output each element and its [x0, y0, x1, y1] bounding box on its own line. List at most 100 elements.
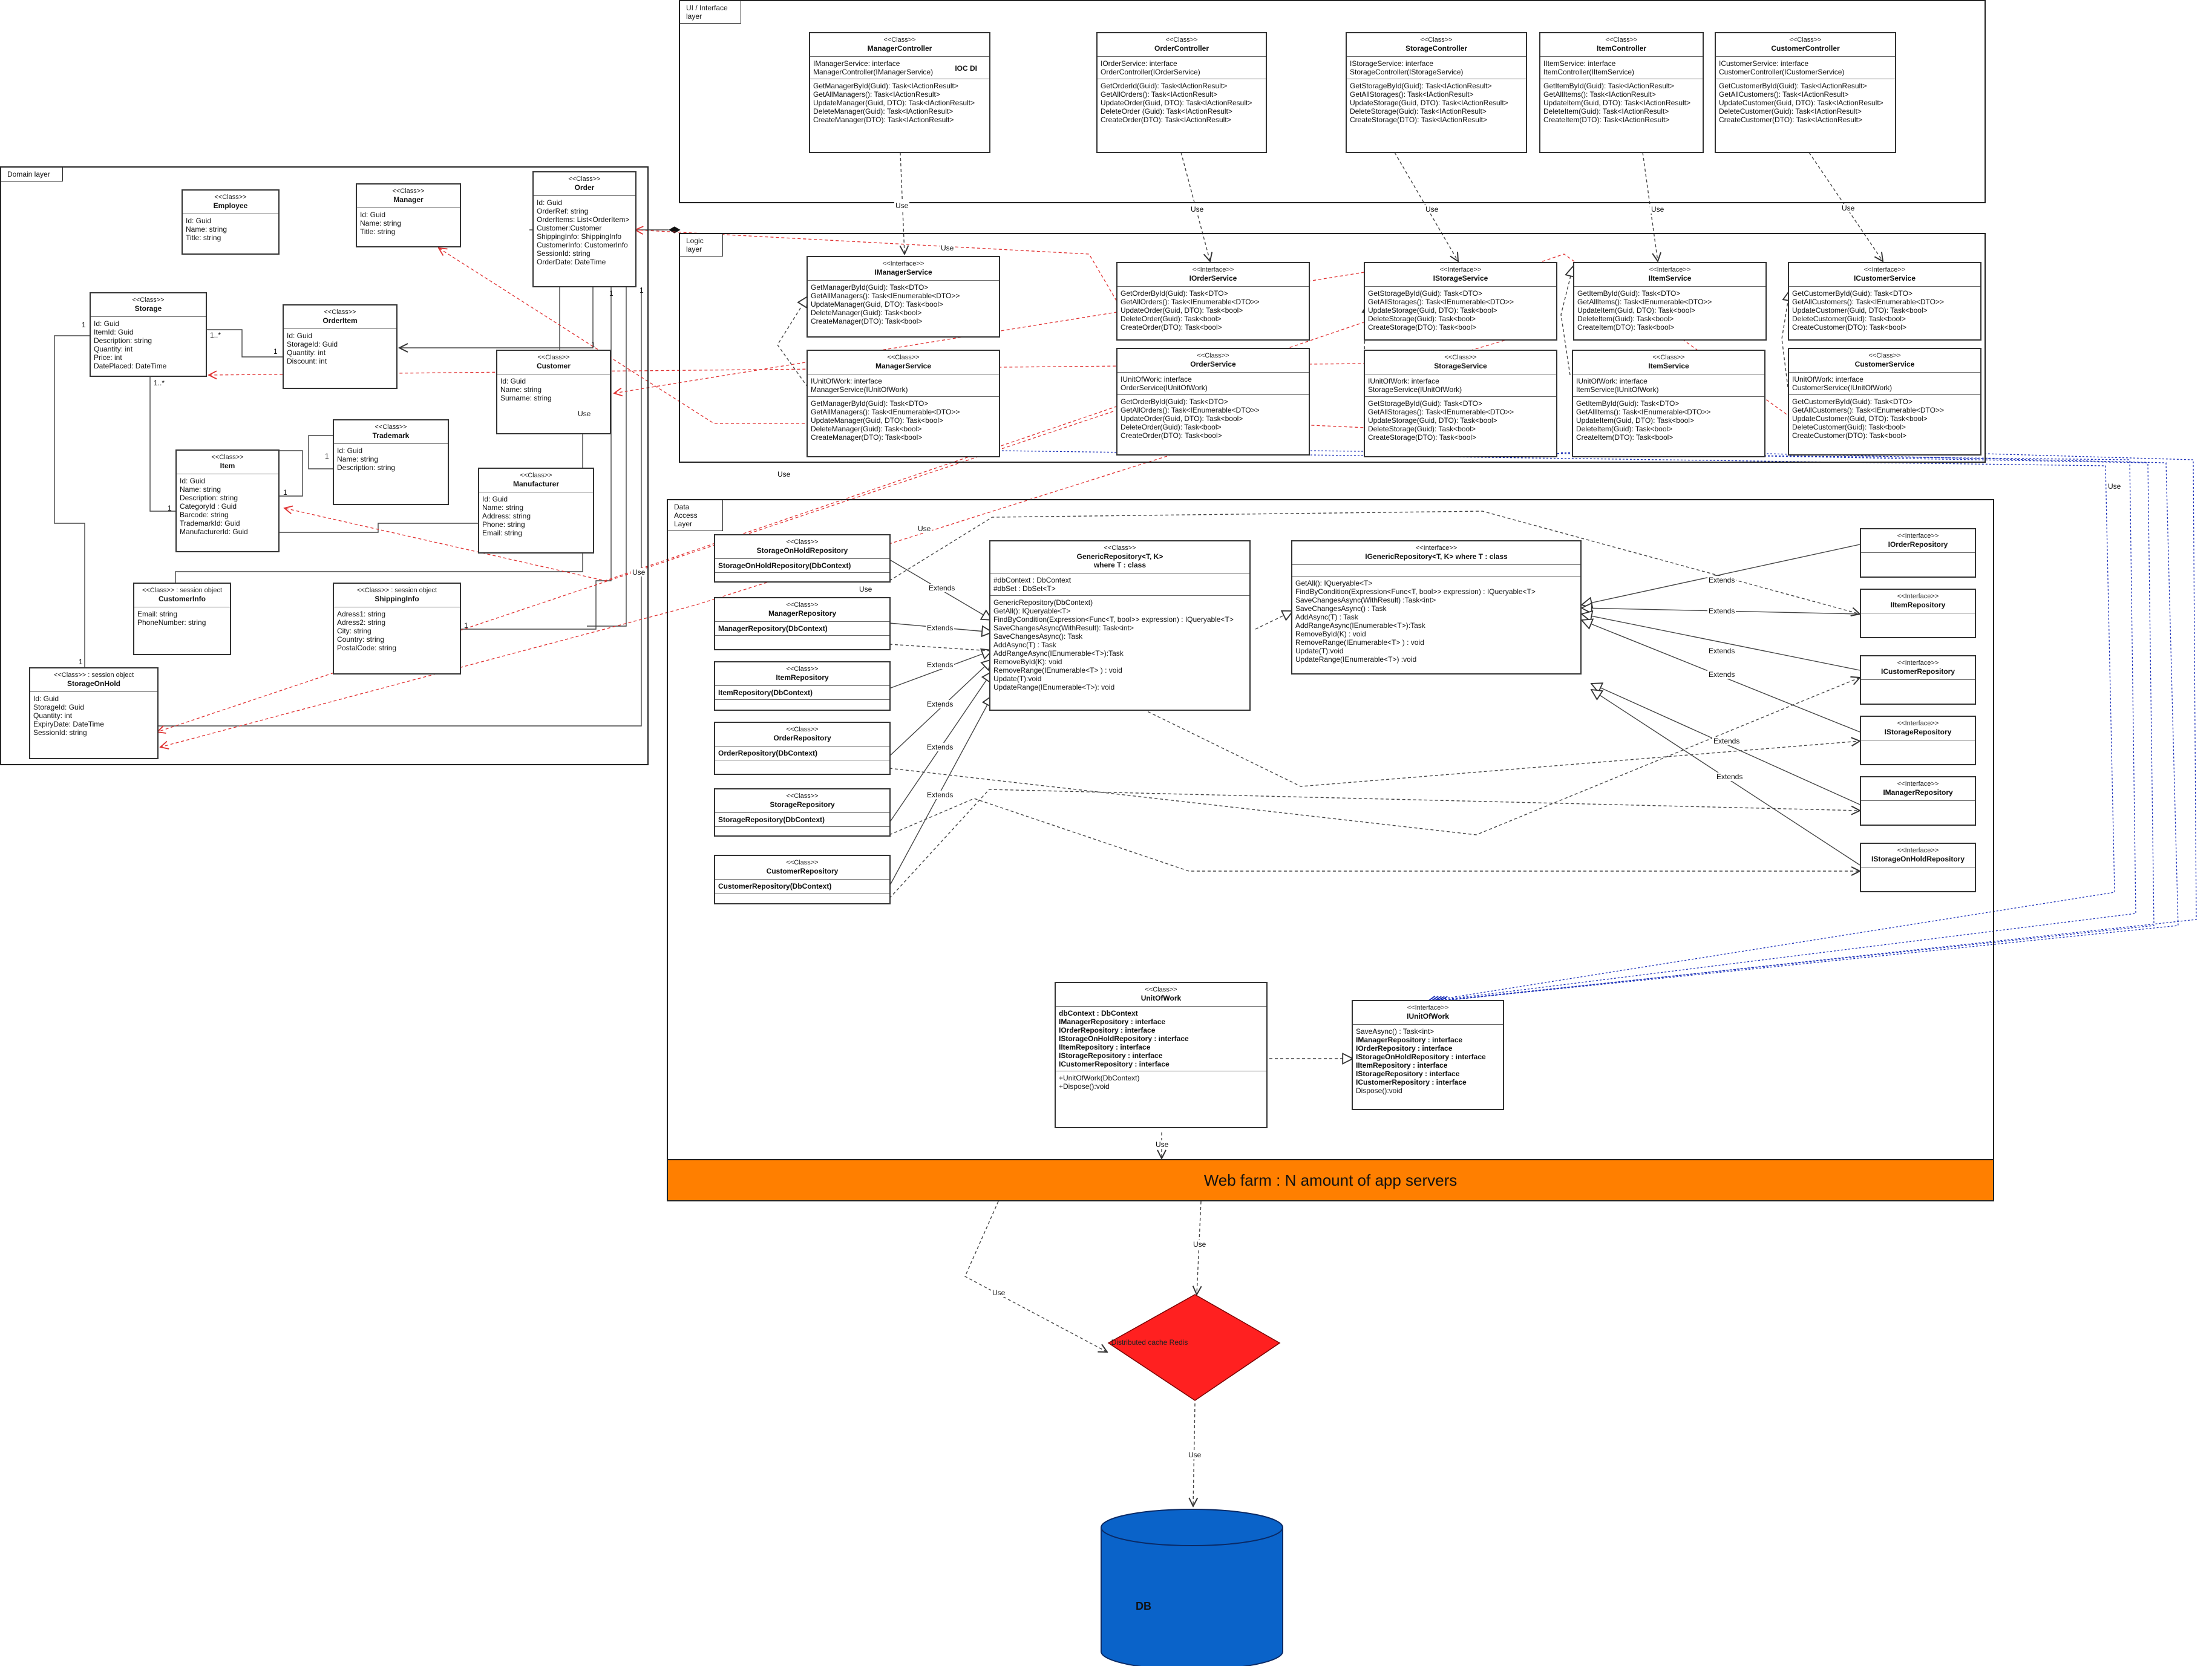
method: GetOrderById(Guid): Task<DTO> [1121, 289, 1228, 298]
stereotype: <<Interface>> [1897, 847, 1939, 854]
class-name: IUnitOfWork [1407, 1012, 1449, 1021]
field: OrderRef: string [537, 207, 589, 215]
method: DeleteItem(Guid): Task<bool> [1576, 425, 1673, 433]
item-controller-class[interactable]: <<Class>>ItemController IItemService: in… [1539, 32, 1704, 153]
field: IStorageService: interface [1350, 59, 1434, 68]
method: RemoveRange(IEnumerable<T> ) : void [993, 666, 1122, 675]
multiplicity-label: 1 [273, 347, 278, 356]
field: PhoneNumber: string [137, 618, 206, 627]
imanager-service-interface[interactable]: <<Interface>>IManagerService GetManagerB… [807, 256, 1000, 338]
stereotype: <<Class>> [786, 792, 819, 800]
order-service-class[interactable]: <<Class>>OrderService IUnitOfWork: inter… [1116, 348, 1310, 456]
field: Surname: string [500, 394, 552, 402]
manager-controller-class[interactable]: <<Class>>ManagerController IManagerServi… [809, 32, 990, 153]
method: CreateItem(DTO): Task<IActionResult> [1543, 116, 1670, 124]
field: IUnitOfWork: interface [1792, 375, 1864, 384]
field: IManagerRepository : interface [1356, 1036, 1463, 1044]
order-repository-class[interactable]: <<Class>>OrderRepository OrderRepository… [714, 722, 891, 775]
logic-layer-title: Logic layer [680, 234, 723, 256]
stereotype: <<Class>> [786, 859, 819, 866]
unitofwork-class[interactable]: <<Class>>UnitOfWork dbContext : DbContex… [1055, 982, 1268, 1128]
field: Phone: string [482, 520, 525, 529]
field: #dbContext : DbContext [993, 576, 1072, 584]
igeneric-repository-interface[interactable]: <<Interface>>IGenericRepository<T, K> wh… [1291, 540, 1582, 675]
field: ItemController(IItemService) [1543, 68, 1635, 76]
manager-service-class[interactable]: <<Class>>ManagerService IUnitOfWork: int… [807, 350, 1000, 457]
field: ManagerService(IUnitOfWork) [811, 385, 908, 394]
stereotype: <<Class>> [392, 188, 425, 195]
generic-repository-class[interactable]: <<Class>>GenericRepository<T, K>where T … [989, 540, 1251, 711]
customer-service-class[interactable]: <<Class>>CustomerService IUnitOfWork: in… [1788, 348, 1981, 456]
customer-controller-class[interactable]: <<Class>>CustomerController ICustomerSer… [1715, 32, 1896, 153]
method: Update(T):void [1295, 647, 1344, 655]
stereotype: <<Interface>> [1415, 544, 1458, 552]
method: GetAllItems(): Task<IActionResult> [1543, 90, 1656, 99]
class-name: OrderController [1154, 44, 1209, 53]
method: GetAll(): IQueryable<T> [993, 607, 1071, 615]
order-controller-class[interactable]: <<Class>>OrderController IOrderService: … [1096, 32, 1267, 153]
field: StorageController(IStorageService) [1350, 68, 1464, 76]
use-label: Use [1187, 1451, 1203, 1459]
class-name: StorageRepository [770, 800, 835, 809]
imanager-repository-interface[interactable]: <<Interface>>IManagerRepository [1860, 776, 1976, 826]
icustomer-service-interface[interactable]: <<Interface>>ICustomerService GetCustome… [1788, 262, 1981, 341]
stereotype: <<Class>> [1789, 36, 1822, 44]
icustomer-repository-interface[interactable]: <<Interface>>ICustomerRepository [1860, 655, 1976, 705]
method: DeleteManager(Guid): Task<IActionResult> [813, 107, 954, 116]
assoc-edge [175, 287, 583, 584]
field: SessionId: string [537, 249, 591, 258]
istorage-service-interface[interactable]: <<Interface>>IStorageService GetStorageB… [1364, 262, 1557, 341]
iitem-service-interface[interactable]: <<Interface>>IItemService GetItemById(Gu… [1573, 262, 1767, 341]
iunitofwork-interface[interactable]: <<Interface>>IUnitOfWork SaveAsync() : T… [1352, 1000, 1504, 1110]
item-service-class[interactable]: <<Class>>ItemService IUnitOfWork: interf… [1572, 350, 1765, 457]
field: Description: string [180, 494, 238, 502]
method: UpdateStorage(Guid, DTO): Task<IActionRe… [1350, 99, 1508, 107]
use-label: Use [894, 201, 910, 210]
class-name: CustomerRepository [766, 867, 839, 875]
impl-edge [889, 511, 1860, 614]
field: IOrderRepository : interface [1356, 1044, 1453, 1053]
item-repository-class[interactable]: <<Class>>ItemRepository ItemRepository(D… [714, 661, 891, 711]
field: Title: string [186, 234, 221, 242]
use-label: Use [991, 1289, 1007, 1297]
field: IUnitOfWork: interface [1576, 377, 1648, 385]
istorageonhold-repository-interface[interactable]: <<Interface>>IStorageOnHoldRepository [1860, 843, 1976, 892]
storage-controller-class[interactable]: <<Class>>StorageController IStorageServi… [1346, 32, 1527, 153]
field: dbContext : DbContext [1059, 1009, 1138, 1018]
use-edge-blue [998, 450, 2115, 1001]
field: Dispose():void [1356, 1086, 1402, 1095]
storageonhold-repository-class[interactable]: <<Class>>StorageOnHoldRepository Storage… [714, 534, 891, 583]
field: OrderService(IUnitOfWork) [1121, 384, 1208, 392]
storage-repository-class[interactable]: <<Class>>StorageRepository StorageReposi… [714, 788, 891, 837]
method: GetAllStorages(): Task<IEnumerable<DTO>> [1368, 298, 1514, 306]
method: DeleteManager(Guid): Task<bool> [811, 309, 922, 317]
iorder-repository-interface[interactable]: <<Interface>>IOrderRepository [1860, 528, 1976, 578]
method: GetStorageById(Guid): Task<IActionResult… [1350, 82, 1492, 90]
storage-service-class[interactable]: <<Class>>StorageService IUnitOfWork: int… [1364, 350, 1557, 457]
field: Email: string [137, 610, 178, 618]
iorder-service-interface[interactable]: <<Interface>>IOrderService GetOrderById(… [1116, 262, 1310, 341]
use-label: Use [1154, 1140, 1170, 1149]
istorage-repository-interface[interactable]: <<Interface>>IStorageRepository [1860, 716, 1976, 765]
stereotype: <<Class>> [1165, 36, 1198, 44]
manager-repository-class[interactable]: <<Class>>ManagerRepository ManagerReposi… [714, 597, 891, 650]
class-name: ManagerRepository [768, 609, 837, 618]
method: UpdateItem(Guid, DTO): Task<IActionResul… [1543, 99, 1690, 107]
method: Update(T):void [993, 675, 1042, 683]
customer-repository-class[interactable]: <<Class>>CustomerRepository CustomerRepo… [714, 855, 891, 904]
iitem-repository-interface[interactable]: <<Interface>>IItemRepository [1860, 589, 1976, 638]
method: GetItemById(Guid): Task<IActionResult> [1543, 82, 1674, 90]
class-name: ICustomerService [1853, 274, 1916, 283]
